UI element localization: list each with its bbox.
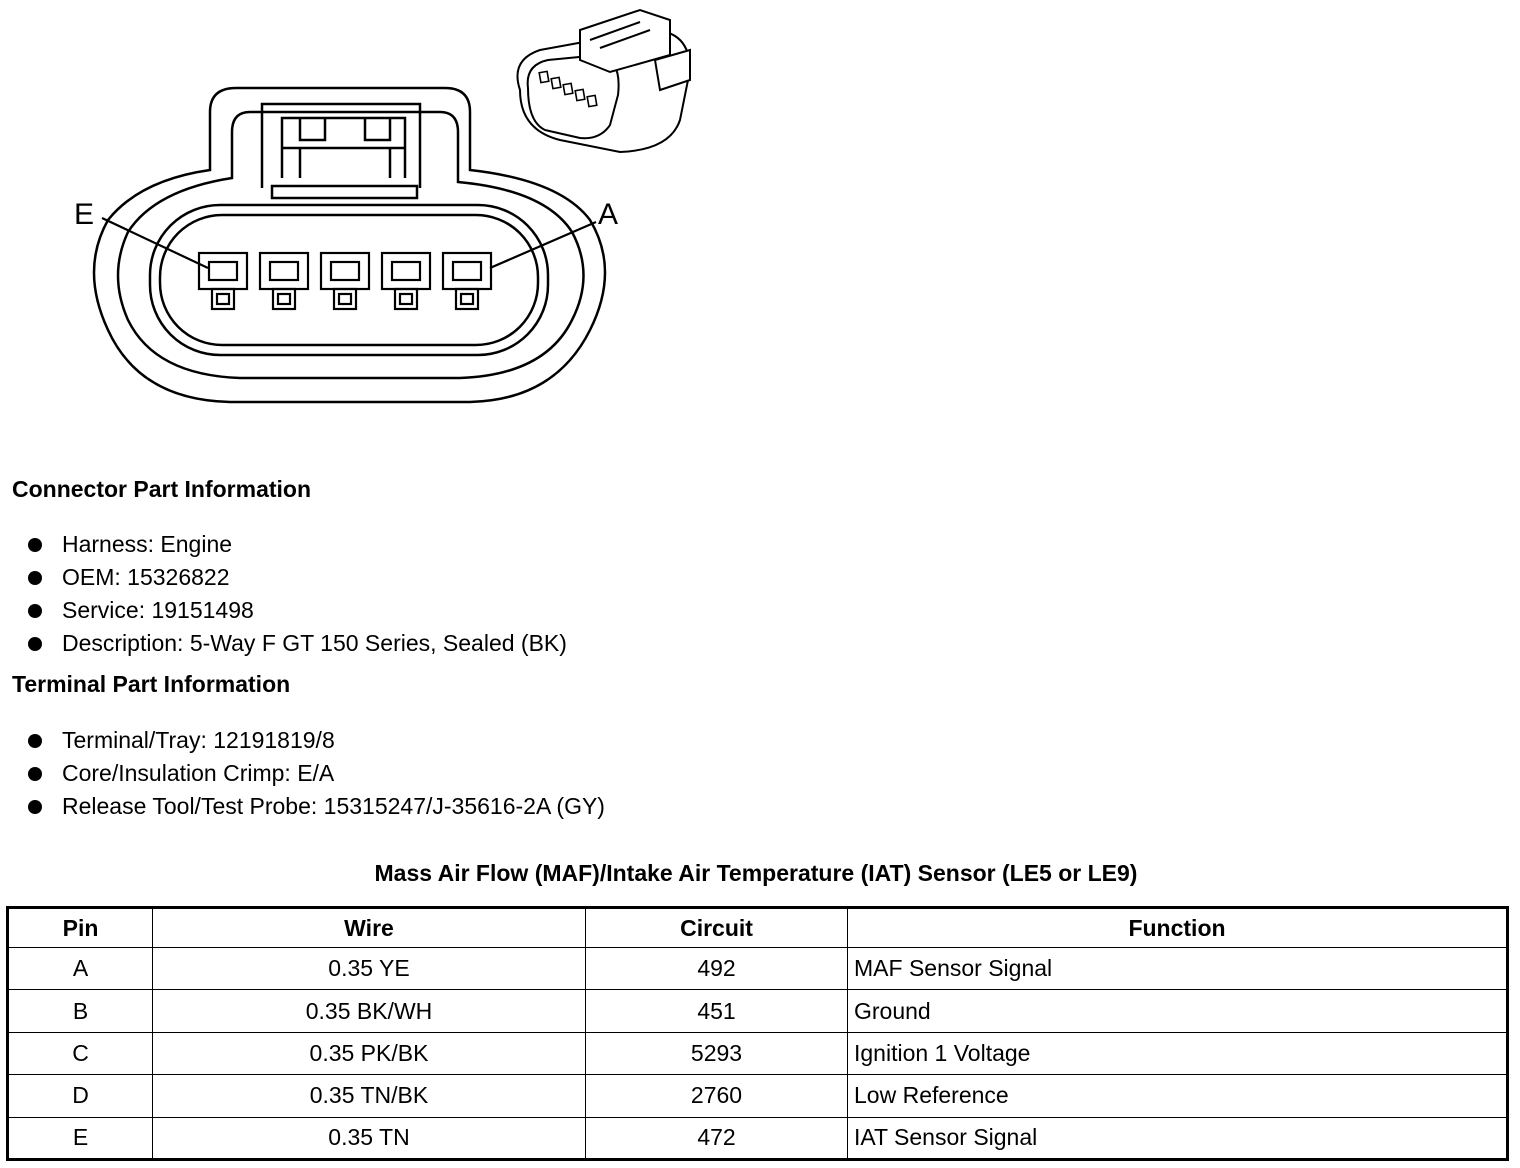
leader-line-e <box>101 217 209 269</box>
pin-a <box>441 251 493 311</box>
pin-b <box>380 251 432 311</box>
leader-line-a <box>489 220 597 270</box>
list-item: Release Tool/Test Probe: 15315247/J-3561… <box>28 790 605 823</box>
table-row: B 0.35 BK/WH 451 Ground <box>7 989 1508 1033</box>
cell-circuit: 451 <box>585 989 848 1033</box>
bullet-icon <box>28 733 42 748</box>
terminal-info-list: Terminal/Tray: 12191819/8 Core/Insulatio… <box>28 724 605 823</box>
header-circuit: Circuit <box>585 907 848 948</box>
list-item: Core/Insulation Crimp: E/A <box>28 757 605 790</box>
connector-info-list: Harness: Engine OEM: 15326822 Service: 1… <box>28 528 567 660</box>
bullet-icon <box>28 537 42 552</box>
cell-wire: 0.35 TN/BK <box>152 1074 586 1118</box>
pin-d <box>258 251 310 311</box>
cell-wire: 0.35 BK/WH <box>152 989 586 1033</box>
cell-wire: 0.35 TN <box>152 1116 586 1161</box>
list-item: Service: 19151498 <box>28 594 567 627</box>
cell-pin: A <box>7 946 153 991</box>
connector-housing <box>92 86 607 404</box>
cell-circuit: 2760 <box>585 1074 848 1118</box>
cell-circuit: 472 <box>585 1116 848 1161</box>
table-row: A 0.35 YE 492 MAF Sensor Signal <box>7 946 1508 991</box>
connector-latch <box>260 102 422 188</box>
header-pin: Pin <box>7 907 153 948</box>
terminal-info-heading: Terminal Part Information <box>12 671 291 697</box>
list-item: Description: 5-Way F GT 150 Series, Seal… <box>28 627 567 660</box>
terminal-pins <box>197 251 493 311</box>
table-row: E 0.35 TN 472 IAT Sensor Signal <box>7 1116 1508 1161</box>
pin-cavity <box>148 203 550 357</box>
cell-circuit: 492 <box>585 946 848 991</box>
list-item: Terminal/Tray: 12191819/8 <box>28 724 605 757</box>
bullet-icon <box>28 766 42 781</box>
pinout-table: Pin Wire Circuit Function A 0.35 YE 492 … <box>6 906 1509 1161</box>
cell-wire: 0.35 PK/BK <box>152 1031 586 1076</box>
table-header-row: Pin Wire Circuit Function <box>7 907 1508 948</box>
cell-pin: D <box>7 1074 153 1118</box>
bullet-icon <box>28 570 42 585</box>
label-e: E <box>74 198 94 231</box>
cell-function: Low Reference <box>847 1074 1508 1118</box>
bullet-icon <box>28 799 42 814</box>
bullet-icon <box>28 603 42 618</box>
table-title: Mass Air Flow (MAF)/Intake Air Temperatu… <box>374 860 1138 886</box>
list-item: Harness: Engine <box>28 528 567 561</box>
pin-c <box>319 251 371 311</box>
bullet-icon <box>28 636 42 651</box>
cell-function: Ground <box>847 989 1508 1033</box>
connector-info-heading: Connector Part Information <box>12 476 312 502</box>
cell-function: Ignition 1 Voltage <box>847 1031 1508 1076</box>
cell-circuit: 5293 <box>585 1031 848 1076</box>
list-item: OEM: 15326822 <box>28 561 567 594</box>
connector-isometric-icon <box>516 8 692 154</box>
connector-diagram: E A <box>74 8 692 404</box>
header-function: Function <box>847 907 1508 948</box>
cell-pin: B <box>7 989 153 1033</box>
cell-function: MAF Sensor Signal <box>847 946 1508 991</box>
header-wire: Wire <box>152 907 586 948</box>
cell-wire: 0.35 YE <box>152 946 586 991</box>
cell-pin: C <box>7 1031 153 1076</box>
label-a: A <box>598 198 618 231</box>
table-row: C 0.35 PK/BK 5293 Ignition 1 Voltage <box>7 1031 1508 1076</box>
cell-pin: E <box>7 1116 153 1161</box>
table-row: D 0.35 TN/BK 2760 Low Reference <box>7 1074 1508 1118</box>
connector-inner-outline <box>116 110 585 380</box>
cell-function: IAT Sensor Signal <box>847 1116 1508 1161</box>
pin-e <box>197 251 249 311</box>
